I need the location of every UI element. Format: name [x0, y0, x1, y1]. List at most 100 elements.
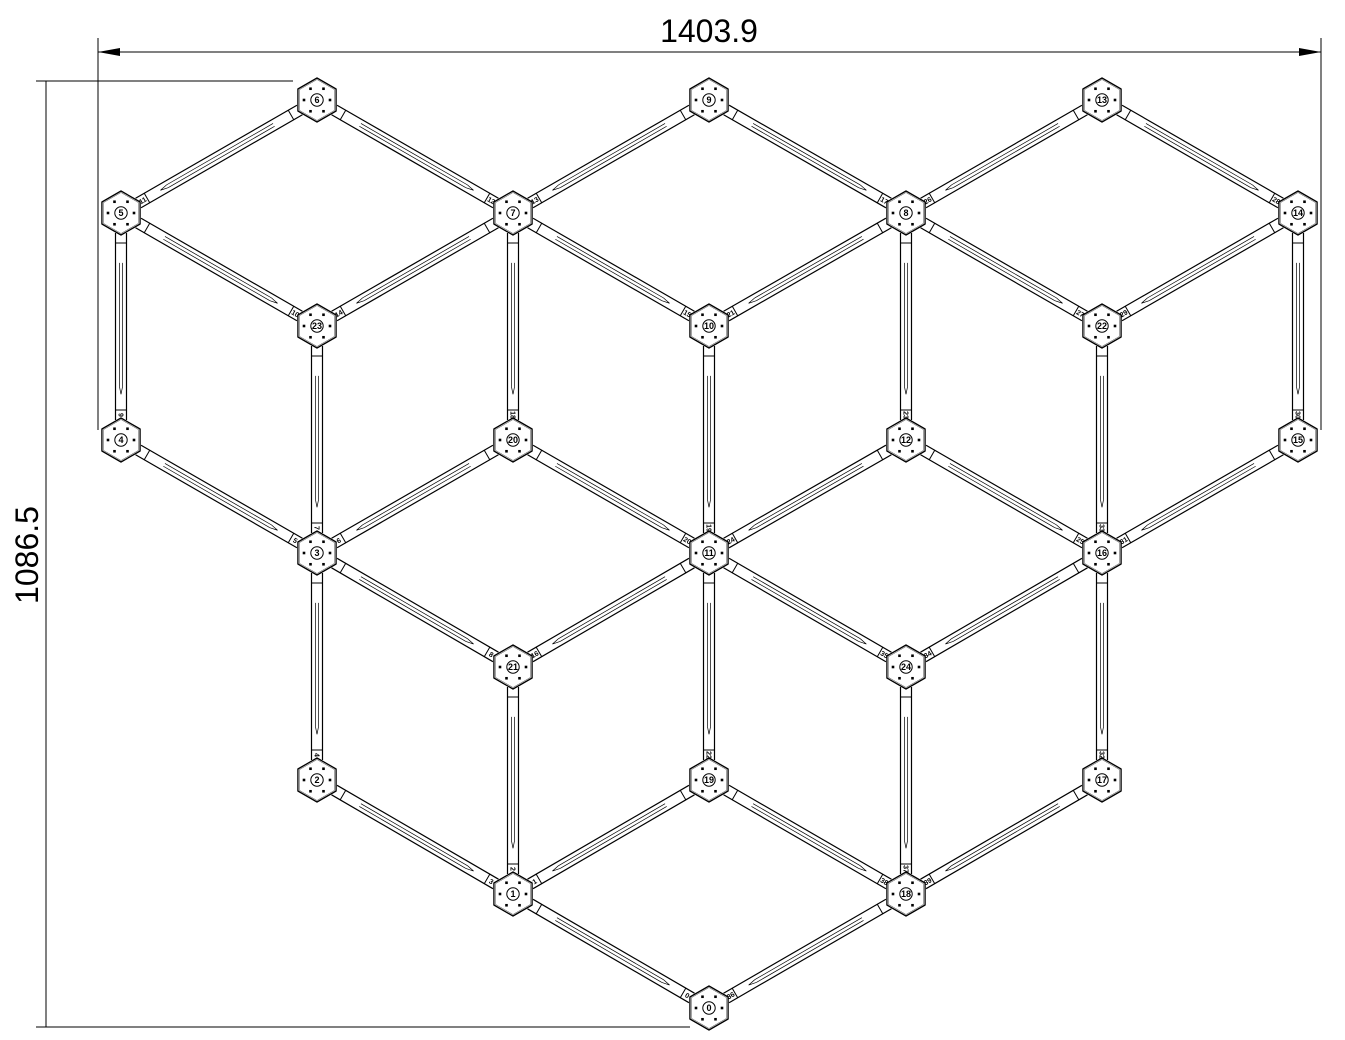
frame-node: 6	[297, 77, 337, 123]
frame-bar: 7	[310, 346, 324, 533]
node-number: 1	[510, 889, 515, 899]
frame-node: 3	[297, 530, 337, 576]
node-number: 10	[704, 321, 714, 331]
node-number: 7	[510, 208, 515, 218]
bar-label: 0	[683, 992, 690, 1000]
frame-bar: 37	[899, 687, 913, 874]
node-number: 24	[901, 662, 911, 672]
bar-label: 27	[1075, 309, 1085, 319]
bar-label: 10	[290, 309, 300, 319]
bar-label: 16	[530, 650, 540, 660]
frame-node: 15	[1278, 417, 1318, 463]
node-number: 9	[706, 95, 711, 105]
bar-label: 36	[726, 991, 736, 1001]
frame-bar: 13	[527, 104, 695, 209]
frame-node: 24	[886, 644, 926, 690]
frame-bar: 26	[920, 104, 1088, 209]
frame-node: 9	[689, 77, 729, 123]
frame-bar: 12	[331, 104, 499, 209]
node-number: 23	[312, 321, 322, 331]
frame-bar: 29	[1116, 217, 1284, 322]
bar-label: 32	[1098, 751, 1105, 759]
frame-bar: 31	[1116, 444, 1284, 549]
bar-label: 13	[530, 196, 540, 206]
node-number: 12	[901, 435, 911, 445]
frame-bar: 18	[506, 233, 520, 420]
frame-node: 7	[493, 190, 533, 236]
node-number: 14	[1293, 208, 1303, 218]
node-number: 13	[1097, 95, 1107, 105]
frame-node: 10	[689, 303, 729, 349]
bar-label: 26	[923, 196, 933, 206]
node-number: 2	[314, 775, 319, 785]
frame-bar: 32	[1095, 573, 1109, 760]
frame-node: 21	[493, 644, 533, 690]
frame-bar: 30	[1291, 233, 1305, 420]
node-number: 0	[706, 1003, 711, 1013]
frame-bar: 20	[527, 444, 695, 549]
frame-bar: 5	[135, 444, 303, 549]
frame-bar: 22	[702, 573, 716, 760]
width-dimension-label: 1403.9	[660, 13, 758, 49]
frame-bar: 19	[702, 346, 716, 533]
bar-label: 19	[705, 524, 712, 532]
bar-label: 12	[486, 196, 496, 206]
frame-bar: 39	[920, 784, 1088, 890]
frame-node: 12	[886, 417, 926, 463]
frame-bar: 28	[1116, 104, 1284, 209]
node-number: 11	[704, 548, 714, 558]
frame-node: 8	[886, 190, 926, 236]
bar-label: 7	[313, 526, 320, 530]
bar-label: 31	[1119, 536, 1129, 546]
frame-node: 0	[689, 985, 729, 1031]
bar-label: 24	[726, 536, 736, 546]
bar-label: 6	[336, 537, 343, 545]
bar-label: 17	[879, 196, 889, 206]
frame-bar: 35	[723, 557, 892, 663]
node-number: 16	[1097, 548, 1107, 558]
bar-label: 37	[902, 865, 909, 873]
node-number: 17	[1097, 775, 1107, 785]
frame-node: 19	[689, 757, 729, 803]
node-number: 22	[1097, 321, 1107, 331]
frame-bar: 3	[331, 784, 499, 890]
bar-label: 35	[879, 650, 889, 660]
bar-label: 18	[509, 411, 516, 419]
frame-bar: 2	[506, 687, 520, 874]
bar-label: 3	[487, 878, 494, 886]
frame-bar: 33	[1095, 346, 1109, 533]
node-number: 18	[901, 889, 911, 899]
bar-label: 25	[1075, 536, 1085, 546]
bar-label: 2	[509, 867, 516, 871]
bar-label: 5	[291, 537, 298, 545]
frame-bar: 34	[920, 557, 1088, 663]
frame-node: 4	[101, 417, 141, 463]
node-number: 19	[704, 775, 714, 785]
bar-label: 34	[923, 650, 933, 660]
frame-node: 1	[493, 871, 533, 917]
frame-node: 20	[493, 417, 533, 463]
node-number: 4	[118, 435, 123, 445]
frame-bar: 1	[527, 784, 695, 890]
bar-label: 29	[1119, 309, 1129, 319]
frame-bar: 15	[527, 217, 695, 322]
node-number: 6	[314, 95, 319, 105]
frame-bar: 17	[723, 104, 892, 209]
frame-bar: 0	[527, 898, 695, 1004]
frame-bar: 16	[527, 557, 695, 663]
height-dimension: 1086.5	[9, 80, 690, 1028]
frame-bar: 8	[331, 557, 499, 663]
frame-bar: 27	[920, 217, 1088, 322]
node-number: 15	[1293, 435, 1303, 445]
bar-label: 15	[682, 309, 692, 319]
frame-node: 5	[101, 190, 141, 236]
frame-bar: 38	[723, 784, 892, 890]
frame-bar: 11	[135, 104, 303, 209]
frame-bar: 25	[920, 444, 1088, 549]
width-dimension: 1403.9	[97, 13, 1322, 430]
frame-node: 16	[1082, 530, 1122, 576]
frame-node: 14	[1278, 190, 1318, 236]
